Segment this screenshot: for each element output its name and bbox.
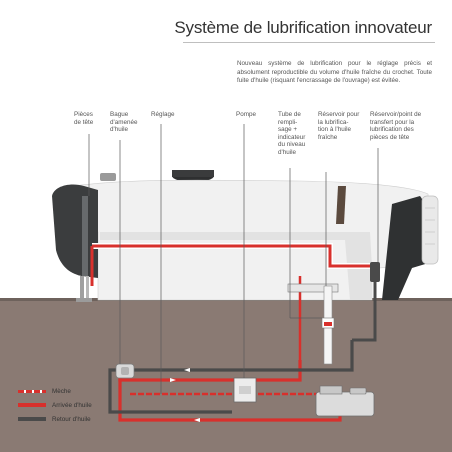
label-pompe: Pompe — [236, 111, 256, 119]
label-pieces-tete: Pièces de tête — [74, 111, 93, 126]
oil-ring-inner — [121, 367, 129, 375]
head-light-strip — [82, 196, 88, 276]
table-top — [0, 298, 452, 452]
page-title: Système de lubrification innovateur — [174, 18, 432, 38]
fresh-oil-reservoir — [316, 392, 374, 416]
label-bague: Bague d'amenée d'huile — [110, 111, 137, 134]
legend-label-meche: Mèche — [52, 388, 71, 395]
fresh-oil-reservoir-top — [320, 386, 342, 394]
label-tube: Tube de rempli- sage + indicateur du niv… — [278, 111, 305, 157]
title-rule — [183, 42, 435, 43]
bobbin-winder-base — [172, 170, 214, 177]
legend-swatch-meche — [18, 390, 46, 393]
presser-bar — [86, 276, 89, 298]
thread-guide — [100, 173, 116, 181]
legend-item-meche: Mèche — [18, 386, 71, 396]
legend-item-retour: Retour d'huile — [18, 414, 91, 424]
legend-label-arrivee: Arrivée d'huile — [52, 402, 92, 409]
transfer-reservoir — [370, 262, 380, 282]
label-reglage: Réglage — [151, 111, 174, 119]
legend-swatch-retour — [18, 417, 46, 421]
reservoir-cap — [350, 388, 366, 394]
pump-window — [239, 386, 251, 394]
description-text: Nouveau système de lubrification pour le… — [237, 60, 432, 86]
label-reservoir-point: Réservoir/point de transfert pour la lub… — [370, 111, 421, 141]
handwheel — [422, 196, 438, 264]
legend-item-arrivee: Arrivée d'huile — [18, 400, 92, 410]
legend-label-retour: Retour d'huile — [52, 416, 91, 423]
label-reservoir: Réservoir pour la lubrifica- tion à l'hu… — [318, 111, 359, 141]
presser-foot — [76, 298, 92, 302]
legend-swatch-arrivee — [18, 403, 46, 407]
level-indicator-fill — [324, 322, 332, 326]
